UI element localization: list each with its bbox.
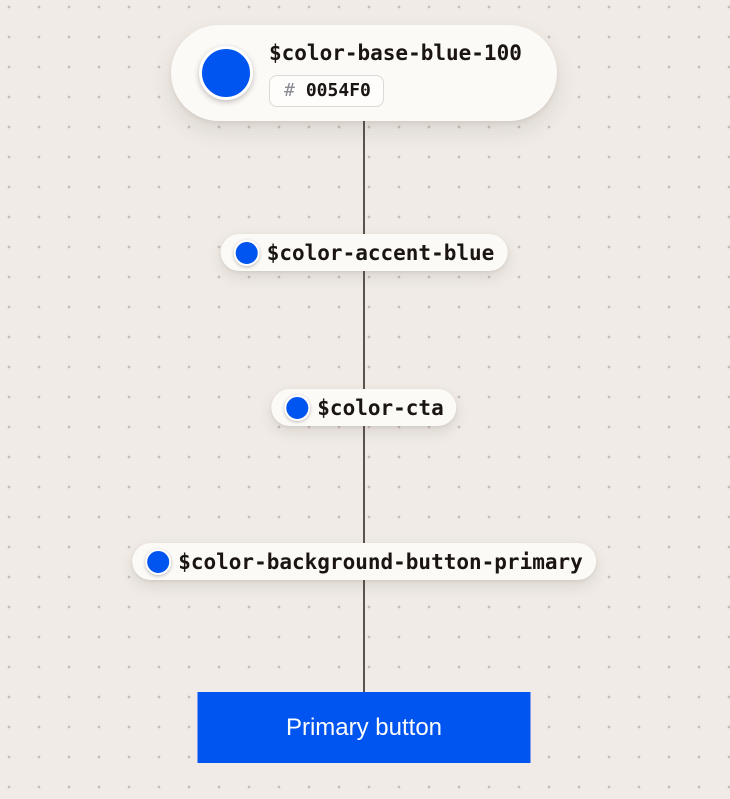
- color-swatch-small: [145, 548, 172, 575]
- color-swatch-small: [284, 394, 311, 421]
- color-swatch-small: [233, 239, 260, 266]
- color-swatch-large: [199, 46, 253, 100]
- alias-token-pill-accent-blue[interactable]: $color-accent-blue: [220, 234, 508, 271]
- hex-value: 0054F0: [305, 80, 371, 101]
- alias-token-pill-background-button-primary[interactable]: $color-background-button-primary: [132, 543, 596, 580]
- primary-button[interactable]: Primary button: [197, 692, 531, 763]
- alias-token-name: $color-accent-blue: [266, 240, 495, 265]
- alias-token-name: $color-background-button-primary: [178, 549, 583, 574]
- base-token-name: $color-base-blue-100: [269, 40, 522, 65]
- base-token-card[interactable]: $color-base-blue-100 # 0054F0: [171, 25, 557, 121]
- alias-token-pill-cta[interactable]: $color-cta: [271, 389, 457, 426]
- alias-token-name: $color-cta: [317, 395, 444, 420]
- hex-value-chip[interactable]: # 0054F0: [269, 74, 384, 107]
- base-token-body: $color-base-blue-100 # 0054F0: [269, 40, 522, 107]
- hash-symbol: #: [284, 80, 295, 101]
